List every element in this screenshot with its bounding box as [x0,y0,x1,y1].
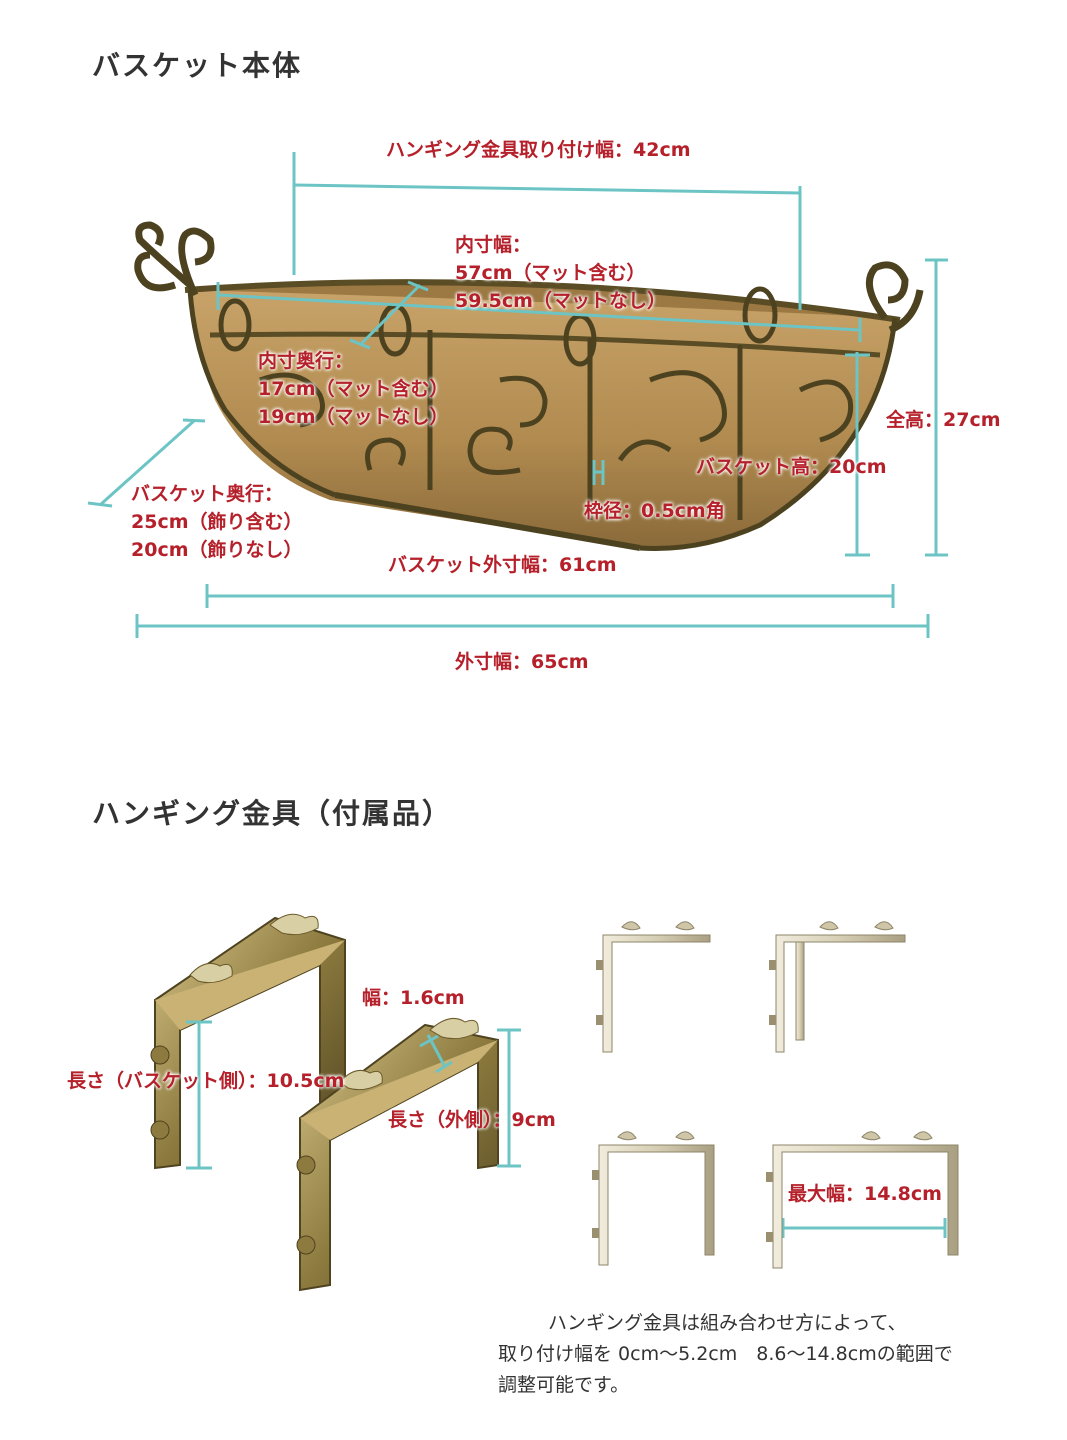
label-basket-depth-title: バスケット奥行： [131,483,284,505]
dimension-lines-bracket [186,1020,947,1238]
label-length-basket-side: 長さ（バスケット側）：10.5cm [67,1070,345,1092]
label-frame-diameter: 枠径：0.5cm角 [584,500,725,522]
label-basket-depth-1: 25cm（飾り含む） [131,511,303,533]
note-line-3: 調整可能です。 [498,1374,630,1396]
label-basket-height: バスケット高：20cm [696,456,887,478]
label-inner-depth-2: 19cm（マットなし） [258,406,449,428]
label-hanging-width: ハンギング金具取り付け幅：42cm [386,139,691,161]
label-inner-width-2: 59.5cm（マットなし） [455,290,666,312]
basket-image [134,221,924,551]
section-heading-bracket: ハンギング金具（付属品） [92,797,453,830]
config-4 [766,1131,959,1269]
label-basket-depth-2: 20cm（飾りなし） [131,539,303,561]
label-basket-outer-width: バスケット外寸幅：61cm [388,554,617,576]
bracket-image-left [150,913,346,1170]
config-3 [592,1131,715,1266]
dimension-lines-basket [87,152,948,638]
section-heading-basket: バスケット本体 [92,49,303,82]
label-outer-width: 外寸幅：65cm [455,651,589,673]
config-2 [769,921,906,1053]
label-inner-width-title: 内寸幅： [455,234,532,256]
label-max-width: 最大幅：14.8cm [788,1183,942,1205]
label-inner-width-1: 57cm（マット含む） [455,262,646,284]
note-line-2: 取り付け幅を 0cm〜5.2cm 8.6〜14.8cmの範囲で [498,1343,953,1365]
config-1 [596,921,711,1053]
label-inner-depth-1: 17cm（マット含む） [258,378,449,400]
label-bracket-width: 幅：1.6cm [362,987,465,1009]
note-line-1: ハンギング金具は組み合わせ方によって、 [548,1312,907,1334]
label-total-height: 全高：27cm [886,409,1001,431]
label-length-outer-side: 長さ（外側）：9cm [388,1109,556,1131]
label-inner-depth-title: 内寸奥行： [258,350,354,372]
